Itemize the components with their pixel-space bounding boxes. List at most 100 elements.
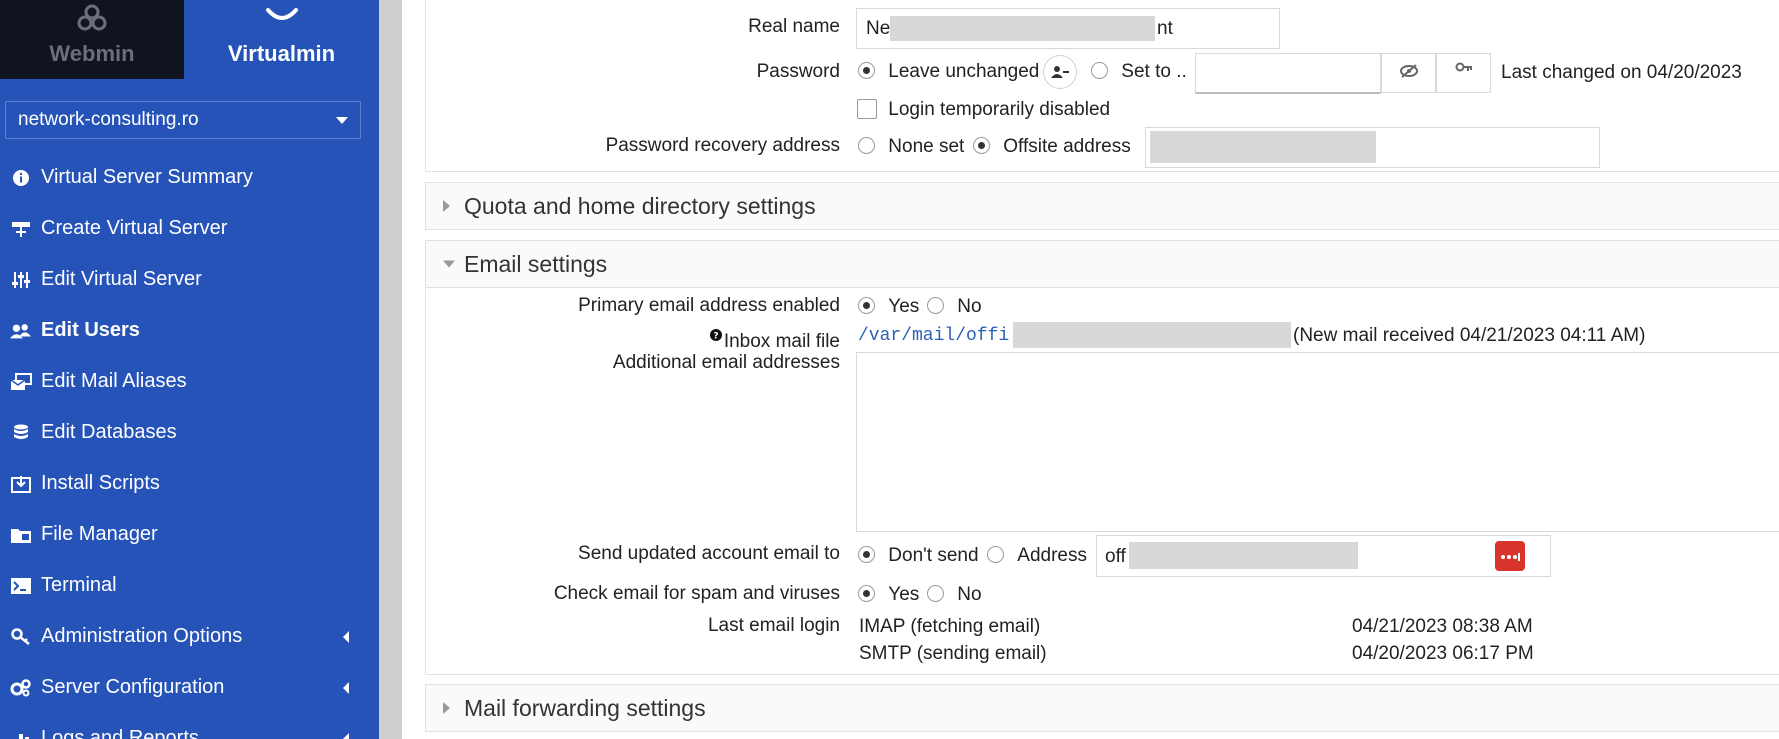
send-address-label: Address — [1017, 545, 1087, 566]
sidebar-item-create-virtual-server[interactable]: Create Virtual Server — [0, 203, 379, 254]
virtualmin-tab-label: Virtualmin — [227, 41, 336, 66]
primary-email-no-option[interactable]: No — [927, 296, 982, 318]
folder-icon — [10, 524, 32, 546]
recovery-none-option[interactable]: None set — [858, 136, 964, 158]
sidebar-item-edit-users[interactable]: Edit Users — [0, 305, 379, 356]
login-disabled-checkbox[interactable] — [857, 99, 877, 119]
password-manager-button[interactable] — [1495, 541, 1525, 571]
send-dont-radio[interactable] — [858, 546, 875, 563]
set-to-radio[interactable] — [1091, 62, 1108, 79]
primary-email-no-radio[interactable] — [927, 297, 944, 314]
help-icon[interactable]: ? — [709, 325, 722, 347]
recovery-offsite-option[interactable]: Offsite address — [973, 136, 1131, 158]
recovery-none-label: None set — [888, 136, 965, 157]
recovery-address-input[interactable] — [1145, 127, 1600, 168]
primary-email-yes-radio[interactable] — [858, 297, 875, 314]
primary-email-no-label: No — [957, 296, 982, 317]
generate-password-button[interactable] — [1043, 55, 1077, 89]
recovery-offsite-radio[interactable] — [973, 137, 990, 154]
terminal-icon — [10, 575, 32, 597]
generate-key-button[interactable] — [1436, 53, 1491, 93]
sidebar: Webmin Virtualmin network-consulting.ro … — [0, 0, 379, 739]
sidebar-item-label: Edit Mail Aliases — [41, 370, 187, 392]
password-set-to-option[interactable]: Set to .. — [1091, 61, 1187, 83]
sidebar-item-install-scripts[interactable]: Install Scripts — [0, 458, 379, 509]
forwarding-section-header[interactable]: Mail forwarding settings — [425, 684, 1779, 732]
send-address-value-start: off — [1105, 546, 1126, 567]
domain-select-value: network-consulting.ro — [18, 109, 199, 130]
new-password-input[interactable] — [1195, 53, 1381, 94]
inbox-mail-file-link[interactable]: /var/mail/offi — [858, 326, 1010, 346]
sidebar-item-edit-mail-aliases[interactable]: Edit Mail Aliases — [0, 356, 379, 407]
send-address-radio[interactable] — [987, 546, 1004, 563]
sidebar-item-label: Edit Virtual Server — [41, 268, 202, 290]
real-name-value-start: Ne — [866, 18, 891, 39]
sidebar-item-edit-databases[interactable]: Edit Databases — [0, 407, 379, 458]
last-login-smtp: SMTP (sending email) — [859, 643, 1047, 664]
leave-unchanged-label: Leave unchanged — [888, 61, 1040, 82]
spam-yes-option[interactable]: Yes — [858, 584, 919, 606]
key-icon — [10, 626, 32, 648]
send-dont-label: Don't send — [888, 545, 979, 566]
toggle-visibility-button[interactable] — [1381, 53, 1436, 93]
spam-no-label: No — [957, 584, 982, 605]
chevron-left-icon — [343, 630, 349, 643]
users-icon — [10, 320, 32, 342]
sidebar-item-server-configuration[interactable]: Server Configuration — [0, 662, 379, 713]
webmin-logo-icon — [77, 4, 107, 38]
chevron-right-icon — [443, 702, 450, 714]
sidebar-item-label: File Manager — [41, 523, 158, 545]
redacted-block — [890, 16, 1155, 41]
recovery-none-radio[interactable] — [858, 137, 875, 154]
webmin-tab[interactable]: Webmin — [0, 0, 184, 79]
real-name-label: Real name — [748, 16, 840, 37]
sidebar-item-label: Logs and Reports — [41, 727, 199, 739]
send-address-option[interactable]: Address — [987, 545, 1087, 567]
primary-email-yes-option[interactable]: Yes — [858, 296, 919, 318]
quota-section-header[interactable]: Quota and home directory settings — [425, 182, 1779, 230]
set-to-label: Set to .. — [1121, 61, 1187, 82]
sidebar-item-file-manager[interactable]: File Manager — [0, 509, 379, 560]
sidebar-item-terminal[interactable]: Terminal — [0, 560, 379, 611]
send-dont-option[interactable]: Don't send — [858, 545, 979, 567]
primary-email-yes-label: Yes — [888, 296, 920, 317]
domain-select[interactable]: network-consulting.ro — [5, 101, 361, 139]
scroll-gutter — [379, 0, 402, 739]
additional-addresses-label: Additional email addresses — [612, 352, 840, 373]
create-server-icon — [10, 218, 32, 240]
email-section-title: Email settings — [464, 250, 608, 277]
main-content: Real name Ne nt Password Leave unchanged… — [402, 0, 1779, 739]
password-leave-unchanged-option[interactable]: Leave unchanged — [858, 61, 1039, 83]
chevron-left-icon — [343, 732, 349, 739]
real-name-input[interactable]: Ne nt — [856, 8, 1280, 49]
spam-yes-radio[interactable] — [858, 585, 875, 602]
sidebar-item-administration-options[interactable]: Administration Options — [0, 611, 379, 662]
quota-section-title: Quota and home directory settings — [464, 192, 816, 219]
email-section-header[interactable]: Email settings — [425, 240, 1779, 288]
login-disabled-option[interactable]: Login temporarily disabled — [857, 99, 1110, 121]
user-key-icon — [1043, 55, 1077, 89]
additional-addresses-textarea[interactable] — [856, 352, 1779, 532]
chart-icon — [10, 728, 32, 739]
sidebar-item-label: Server Configuration — [41, 676, 225, 698]
dots-icon — [1500, 545, 1520, 567]
sidebar-item-virtual-server-summary[interactable]: Virtual Server Summary — [0, 152, 379, 203]
sidebar-item-logs-and-reports[interactable]: Logs and Reports — [0, 713, 379, 739]
last-login-imap-time: 04/21/2023 08:38 AM — [1352, 616, 1533, 637]
mail-aliases-icon — [10, 371, 32, 393]
webmin-tab-label: Webmin — [49, 41, 135, 66]
last-login-imap: IMAP (fetching email) — [859, 616, 1041, 637]
recovery-offsite-label: Offsite address — [1003, 136, 1131, 157]
send-address-input[interactable]: off — [1096, 535, 1551, 577]
chevron-down-icon — [336, 116, 348, 124]
sidebar-item-label: Install Scripts — [41, 472, 160, 494]
spam-no-option[interactable]: No — [927, 584, 982, 606]
sidebar-item-label: Edit Databases — [41, 421, 177, 443]
leave-unchanged-radio[interactable] — [858, 62, 875, 79]
virtualmin-logo-icon — [265, 4, 299, 34]
spam-no-radio[interactable] — [927, 585, 944, 602]
virtualmin-tab[interactable]: Virtualmin — [184, 0, 379, 79]
sidebar-item-edit-virtual-server[interactable]: Edit Virtual Server — [0, 254, 379, 305]
password-label: Password — [756, 61, 840, 82]
primary-email-label: Primary email address enabled — [578, 295, 840, 316]
